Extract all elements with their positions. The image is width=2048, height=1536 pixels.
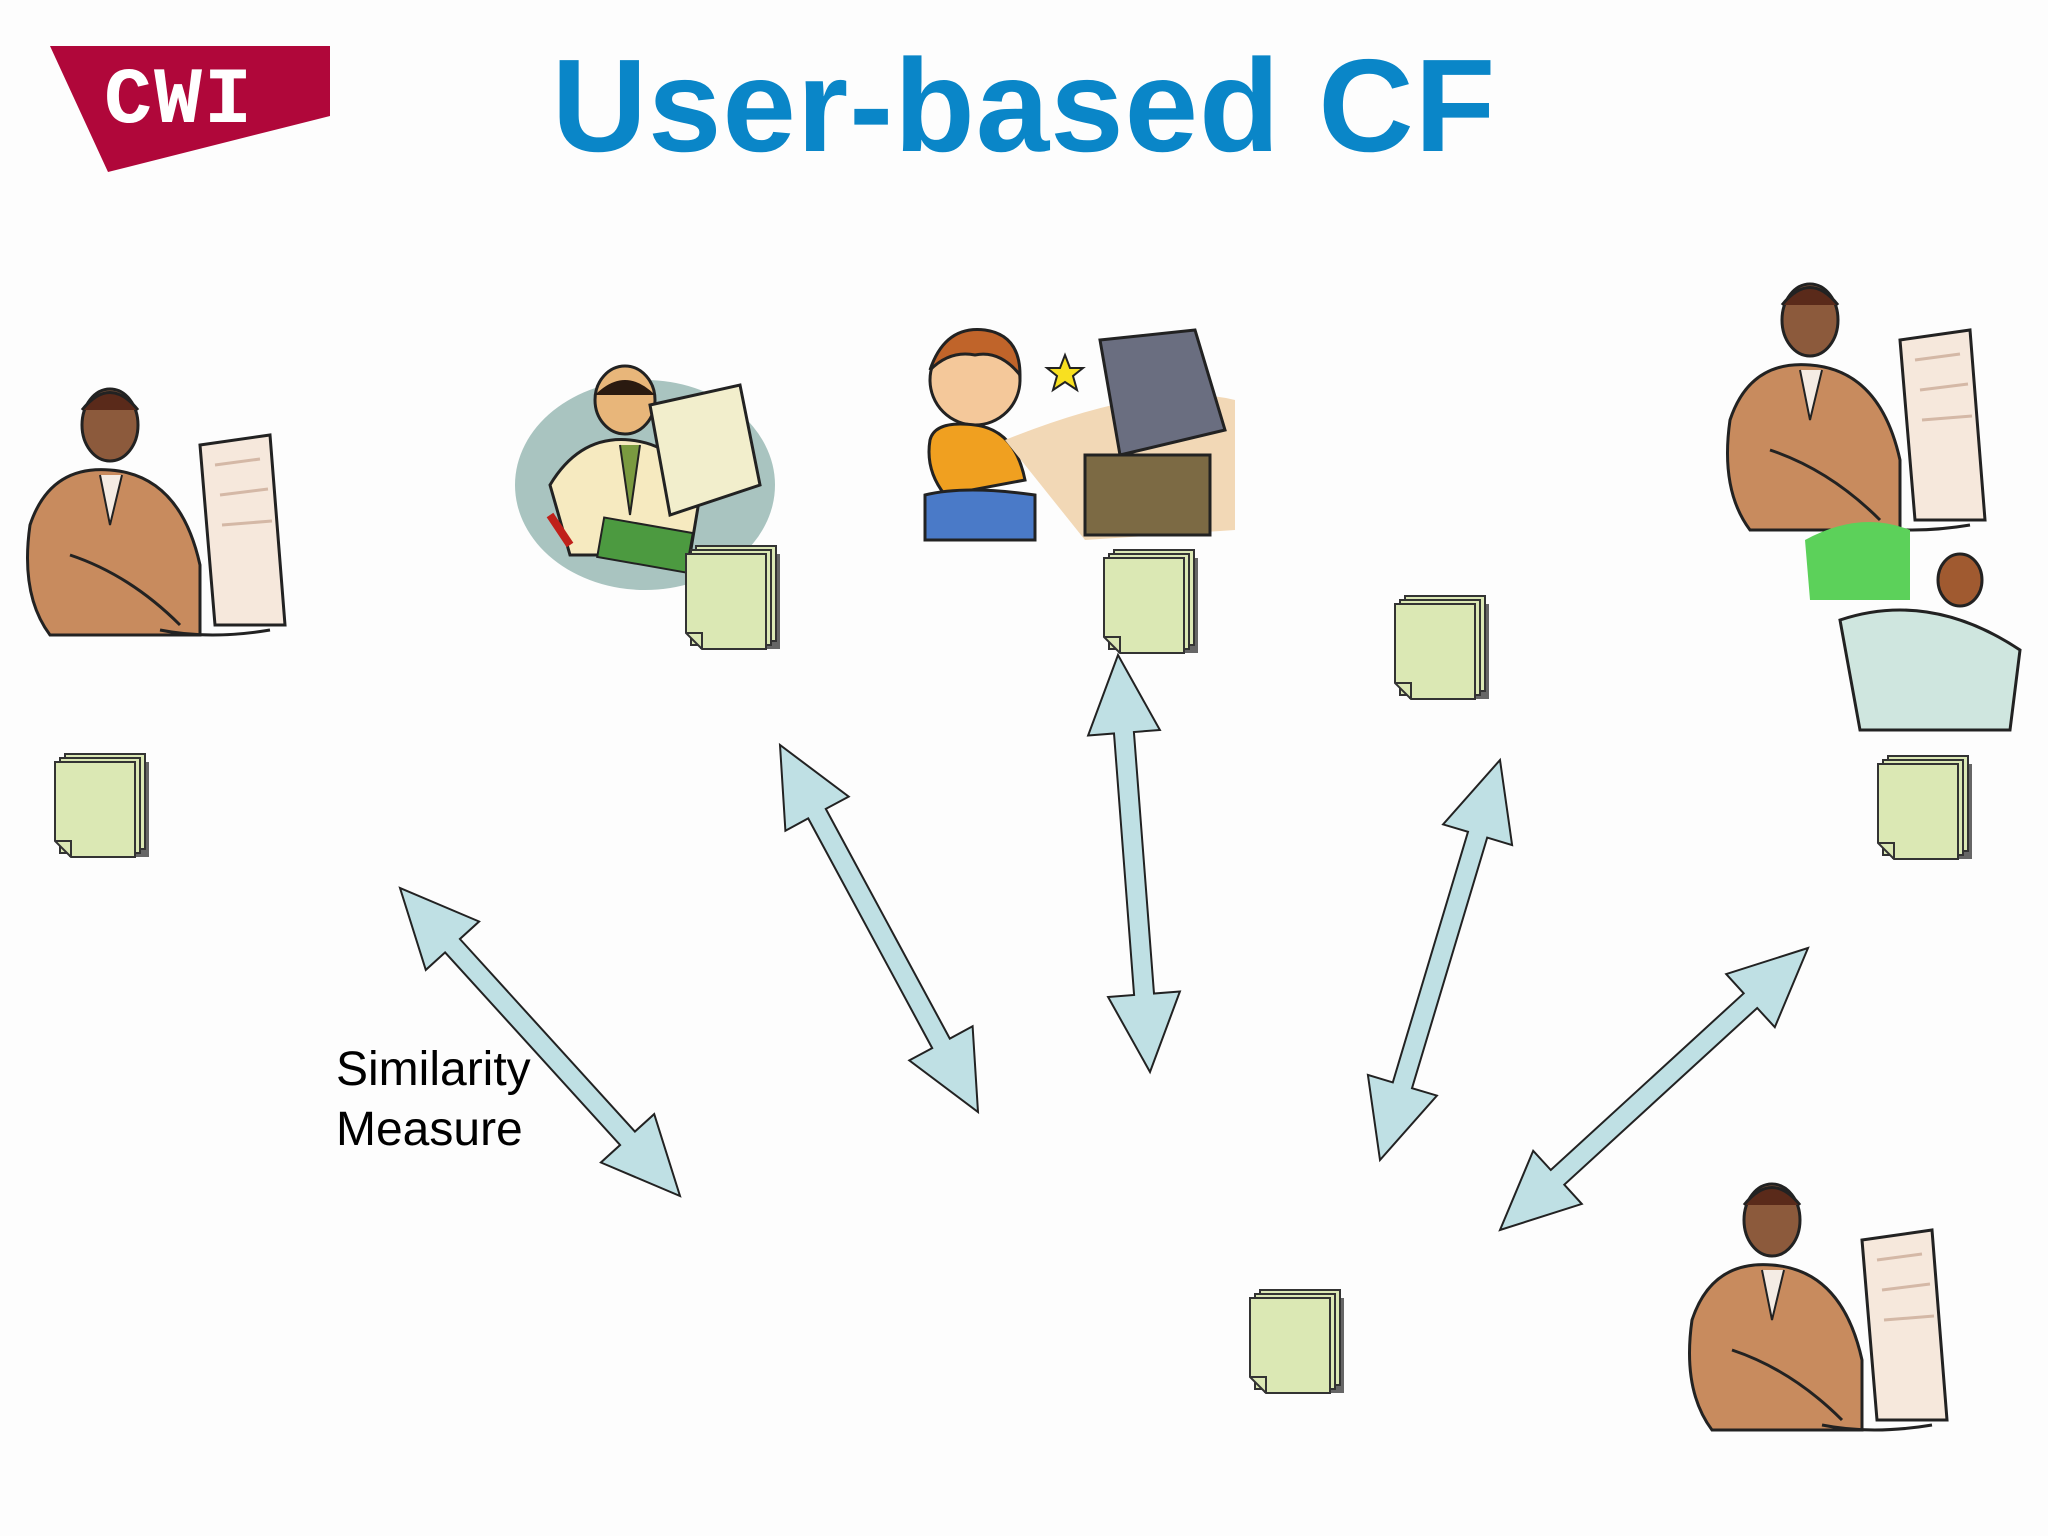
- gamer-boy-user-icon: [923, 328, 1235, 542]
- arrow-technician: [778, 742, 980, 1115]
- office-worker-bottom-right-icon: [1688, 1182, 1949, 1432]
- similarity-measure-label: Similarity Measure: [336, 1040, 531, 1160]
- technician-user-icon: [515, 364, 775, 590]
- arrow-right: [1498, 946, 1810, 1232]
- item-stack-right-icon: [1877, 755, 1973, 860]
- cwi-logo-shape: [50, 46, 330, 172]
- similarity-label-line-2: Measure: [336, 1103, 523, 1156]
- arrow-gamer: [1086, 652, 1182, 1075]
- office-worker-left-icon: [26, 387, 287, 637]
- arrow-left: [398, 886, 682, 1198]
- item-stack-bottom-icon: [1249, 1289, 1345, 1394]
- item-stack-left-icon: [54, 753, 150, 858]
- similarity-label-line-1: Similarity: [336, 1043, 531, 1096]
- arrow-middle-right: [1366, 757, 1514, 1163]
- item-stack-technician-icon: [685, 545, 781, 650]
- item-stack-middle-right-icon: [1394, 595, 1490, 700]
- similarity-arrows: [398, 652, 1810, 1232]
- cwi-logo-text: CWI: [104, 56, 255, 147]
- office-worker-right-icon: [1726, 282, 2022, 732]
- item-stack-gamer-icon: [1103, 549, 1199, 654]
- slide-title: User-based CF: [551, 32, 1497, 179]
